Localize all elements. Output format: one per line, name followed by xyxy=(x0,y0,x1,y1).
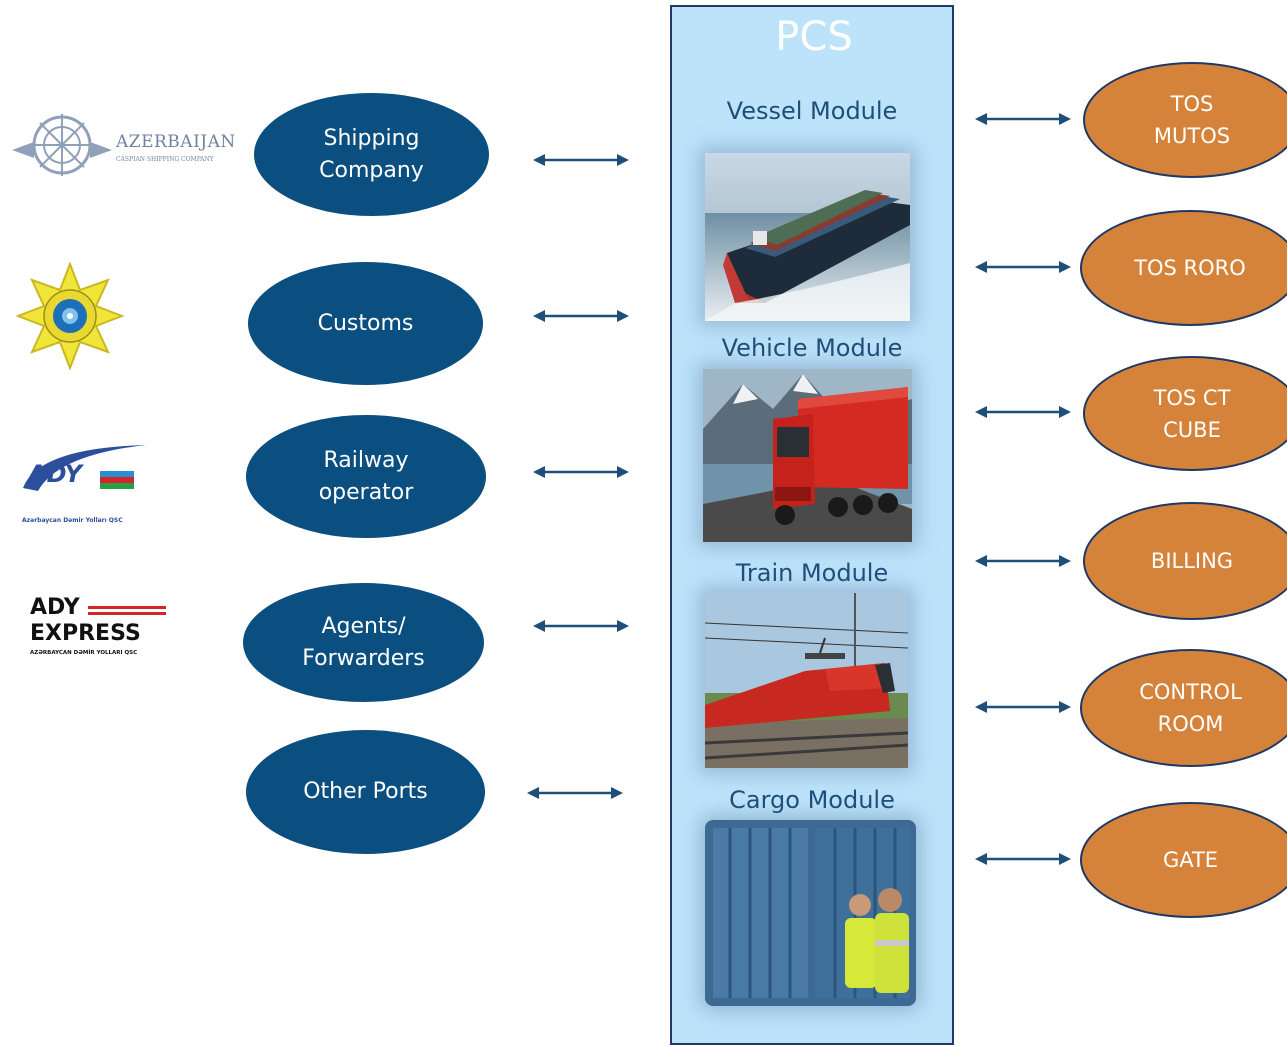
billing-node: BILLING xyxy=(1083,502,1287,620)
ship-wheel-emblem-icon xyxy=(12,114,112,176)
vehicle-module-label: Vehicle Module xyxy=(721,334,903,362)
red-truck-icon xyxy=(703,369,912,542)
container-inspection-icon xyxy=(705,820,916,1006)
ady-railway-logo: ADY Azərbaycan Dəmir Yolları QSC xyxy=(18,443,158,543)
train-module-label: Train Module xyxy=(735,559,889,587)
railway-operator-node: Railway operator xyxy=(246,415,486,538)
railway-operator-arrow xyxy=(533,464,629,480)
tos-ct-cube-node: TOS CT CUBE xyxy=(1083,356,1287,471)
tos-mutos-node: TOS MUTOS xyxy=(1083,62,1287,178)
ady-express-line1: ADY xyxy=(30,595,80,620)
customs-logo xyxy=(15,261,125,371)
vehicle-module-image xyxy=(703,369,912,542)
ady-logo-name: ADY xyxy=(28,460,83,488)
train-module-image xyxy=(705,593,908,768)
ady-express-sub: AZƏRBAYCAN DƏMİR YOLLARI QSC xyxy=(30,650,138,656)
shipping-company-node: Shipping Company xyxy=(254,93,489,216)
tos-mutos-arrow xyxy=(975,111,1071,127)
other-ports-node: Other Ports xyxy=(246,730,485,854)
agents-forwarders-arrow xyxy=(533,618,629,634)
other-ports-arrow xyxy=(527,785,623,801)
customs-arrow xyxy=(533,308,629,324)
control-room-node: CONTROL ROOM xyxy=(1080,649,1287,767)
customs-node: Customs xyxy=(248,262,483,385)
ady-express-logo: ADY EXPRESS AZƏRBAYCAN DƏMİR YOLLARI QSC xyxy=(30,595,180,668)
ady-logo-sub: Azərbaycan Dəmir Yolları QSC xyxy=(22,517,123,524)
pcs-title: PCS xyxy=(775,14,853,60)
tos-roro-arrow xyxy=(975,259,1071,275)
customs-star-emblem-icon xyxy=(15,261,125,371)
control-room-arrow xyxy=(975,699,1071,715)
tos-roro-node: TOS RORO xyxy=(1080,210,1287,326)
billing-arrow xyxy=(975,553,1071,569)
ady-swoosh-icon xyxy=(23,445,146,491)
container-ship-icon xyxy=(705,153,910,321)
gate-arrow xyxy=(975,851,1071,867)
red-locomotive-icon xyxy=(705,593,908,768)
azerbaijan-logo-sub: CASPIAN SHIPPING COMPANY xyxy=(116,156,214,163)
shipping-company-arrow xyxy=(533,152,629,168)
vessel-module-label: Vessel Module xyxy=(726,97,898,125)
express-red-stripes-icon xyxy=(88,606,166,615)
tos-ct-cube-arrow xyxy=(975,404,1071,420)
agents-forwarders-node: Agents/ Forwarders xyxy=(243,583,484,702)
azerbaijan-logo-name: AZERBAIJAN xyxy=(116,132,236,152)
cargo-module-image xyxy=(705,820,916,1006)
gate-node: GATE xyxy=(1080,802,1287,918)
vessel-module-image xyxy=(705,153,910,321)
azerbaijan-caspian-shipping-logo: AZERBAIJAN CASPIAN SHIPPING COMPANY xyxy=(12,112,235,178)
ady-express-line2: EXPRESS xyxy=(30,621,141,646)
cargo-module-label: Cargo Module xyxy=(729,786,895,814)
